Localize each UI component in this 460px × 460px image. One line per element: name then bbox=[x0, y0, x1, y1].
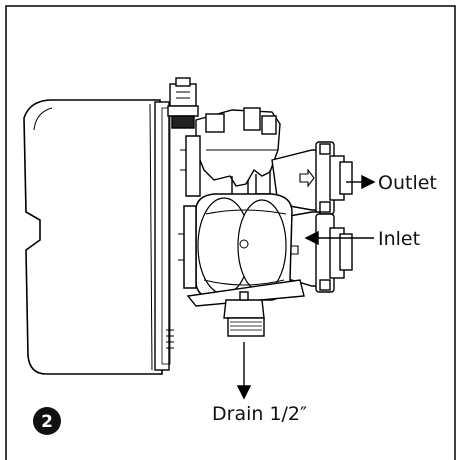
label-arrows bbox=[236, 174, 376, 400]
outlet-arrow-icon bbox=[361, 174, 376, 190]
drain-fitting bbox=[186, 279, 305, 337]
outlet-flow-arrow-icon bbox=[299, 168, 315, 188]
outlet-fitting bbox=[271, 141, 353, 215]
figure-border bbox=[5, 5, 456, 460]
valve-manifold bbox=[180, 107, 281, 197]
inlet-label: Inlet bbox=[378, 228, 420, 250]
inlet-arrow-icon bbox=[304, 230, 319, 246]
outlet-label: Outlet bbox=[378, 172, 437, 194]
step-badge bbox=[33, 407, 61, 435]
drain-arrow-icon bbox=[236, 385, 252, 400]
control-head-housing bbox=[23, 99, 174, 375]
drain-label: Drain 1/2″ bbox=[212, 403, 307, 425]
motor-connector bbox=[167, 77, 199, 129]
step-number: 2 bbox=[41, 412, 53, 432]
valve-body bbox=[178, 193, 293, 301]
